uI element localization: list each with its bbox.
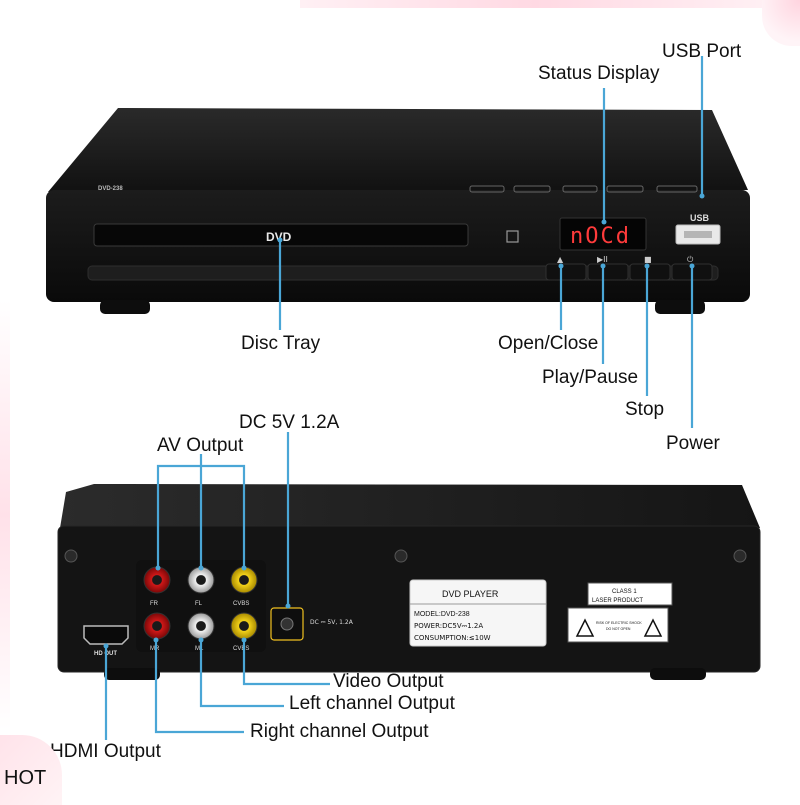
jack-mr (143, 612, 171, 640)
hot-badge-text: HOT (4, 767, 47, 789)
laser-label (587, 582, 673, 606)
label-hdmi-output: HDMI Output (50, 741, 161, 762)
jack-cvbs-bottom (230, 612, 258, 640)
jack-label-ml: ML (195, 646, 204, 652)
label-status-display: Status Display (538, 63, 660, 84)
laser-label-line2: LASER PRODUCT (592, 598, 643, 604)
label-av-output: AV Output (157, 435, 244, 456)
rear-unit (57, 484, 761, 680)
jack-fl (187, 566, 215, 594)
label-stop: Stop (625, 399, 665, 420)
label-play-pause: Play/Pause (542, 367, 639, 388)
warning-label-line2: DO NOT OPEN (606, 627, 631, 631)
label-right-channel-output: Right channel Output (250, 721, 429, 742)
plate-title: DVD PLAYER (442, 589, 499, 599)
tray-logo-text: DVD (266, 230, 292, 244)
screws (64, 549, 747, 563)
label-left-channel-output: Left channel Output (289, 693, 455, 714)
label-power: Power (666, 433, 720, 454)
warning-label-line1: RISK OF ELECTRIC SHOCK (596, 621, 642, 625)
rear-top-surface (60, 484, 760, 528)
plate-model: MODEL:DVD-238 (414, 611, 470, 618)
foot-right (655, 300, 705, 314)
front-model-text: DVD-238 (98, 186, 123, 192)
dc-port-text: DC ⎓ 5V, 1.2A (310, 619, 354, 626)
label-open-close: Open/Close (498, 333, 599, 354)
front-top-surface (48, 108, 748, 192)
rating-plate (409, 579, 547, 647)
jack-label-cvbs-top: CVBS (233, 601, 249, 607)
open-close-button (545, 263, 587, 281)
icon-badge (506, 230, 519, 243)
jack-cvbs-top (230, 566, 258, 594)
status-display-text: nOCd (570, 224, 631, 249)
stop-button (629, 263, 671, 281)
plate-power: POWER:DC5V⎓1.2A (414, 622, 483, 630)
rear-foot-left (104, 668, 160, 680)
left-decoration (0, 300, 10, 730)
eject-glyph: ▲ (557, 255, 564, 264)
top-feature-logos (469, 185, 698, 193)
button-strip (545, 263, 713, 281)
rear-foot-right (650, 668, 706, 680)
warning-triangle-left-icon (575, 618, 595, 637)
play-pause-glyph: ▶II (597, 255, 608, 264)
play-pause-button (587, 263, 629, 281)
front-unit (46, 108, 750, 314)
label-disc-tray: Disc Tray (241, 333, 321, 354)
usb-text: USB (690, 213, 710, 223)
jack-label-fl: FL (195, 601, 203, 607)
hdmi-port (83, 625, 129, 645)
jack-label-fr: FR (150, 601, 159, 607)
label-dc-input: DC 5V 1.2A (239, 412, 340, 433)
jack-label-cvbs-bottom: CVBS (233, 646, 249, 652)
leader-lines (103, 56, 705, 740)
plate-consumption: CONSUMPTION:≤10W (414, 634, 491, 642)
laser-label-line1: CLASS 1 (612, 589, 637, 595)
stop-glyph: ■ (644, 255, 652, 264)
jack-ml (187, 612, 215, 640)
warning-triangle-right-icon (643, 618, 663, 637)
power-glyph: ⏻ (687, 255, 694, 264)
label-video-output: Video Output (333, 671, 444, 692)
jack-fr (143, 566, 171, 594)
foot-left (100, 300, 150, 314)
top-decoration-band (300, 0, 770, 8)
label-usb-port: USB Port (662, 41, 742, 62)
